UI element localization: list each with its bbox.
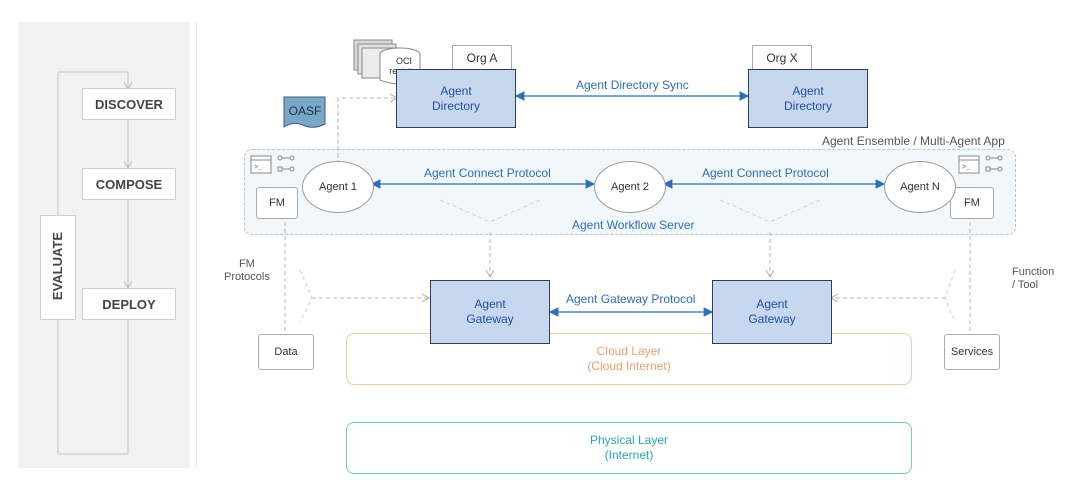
agent-directory-right: Agent Directory xyxy=(748,69,868,128)
org-x-tab: Org X xyxy=(752,45,812,70)
agent-directory-left: Agent Directory xyxy=(396,69,516,128)
function-tool-label: Function / Tool xyxy=(1012,266,1054,292)
fm-protocols-label: FM Protocols xyxy=(224,258,270,284)
fm-box-left: FM xyxy=(256,187,298,219)
agent-1-node: Agent 1 xyxy=(302,161,374,213)
agent-n-node: Agent N xyxy=(884,161,956,213)
stage-deploy: DEPLOY xyxy=(82,288,176,320)
workflow-server-label: Agent Workflow Server xyxy=(572,218,695,232)
connect-protocol-label-1: Agent Connect Protocol xyxy=(424,166,551,180)
fm-protocols-line1: FM xyxy=(238,258,255,270)
physical-layer: Physical Layer (Internet) xyxy=(346,422,912,474)
physical-layer-subtitle: (Internet) xyxy=(604,448,654,462)
connect-protocol-label-2: Agent Connect Protocol xyxy=(702,166,829,180)
registry-label-line1: OCI xyxy=(395,56,412,66)
gateway-left-line1: Agent xyxy=(474,297,506,311)
directory-right-line1: Agent xyxy=(792,83,824,98)
function-tool-line2: / Tool xyxy=(1012,279,1039,291)
directory-left-line2: Directory xyxy=(431,98,480,113)
stage-discover: DISCOVER xyxy=(82,88,176,120)
agent-gateway-right: Agent Gateway xyxy=(712,280,832,344)
services-box: Services xyxy=(944,334,1000,370)
oasf-document-icon xyxy=(283,96,326,128)
org-a-tab: Org A xyxy=(452,45,512,70)
function-tool-line1: Function xyxy=(1012,266,1055,278)
stage-compose: COMPOSE xyxy=(82,168,176,200)
gateway-right-line1: Agent xyxy=(756,297,788,311)
cloud-layer-title: Cloud Layer xyxy=(596,344,662,358)
cloud-layer-subtitle: (Cloud Internet) xyxy=(587,359,671,373)
gateway-right-line2: Gateway xyxy=(748,312,796,326)
terminal-workflow-icon-right: >_ xyxy=(958,155,1003,174)
directory-sync-label: Agent Directory Sync xyxy=(576,78,689,92)
physical-layer-title: Physical Layer xyxy=(589,433,669,447)
cloud-layer: Cloud Layer (Cloud Internet) xyxy=(346,333,912,385)
svg-text:>_: >_ xyxy=(254,164,263,172)
gateway-protocol-label: Agent Gateway Protocol xyxy=(566,292,696,306)
gateway-left-line2: Gateway xyxy=(466,312,514,326)
ensemble-label: Agent Ensemble / Multi-Agent App xyxy=(822,134,1005,148)
fm-box-right: FM xyxy=(950,187,994,219)
directory-right-line2: Directory xyxy=(783,98,832,113)
terminal-workflow-icon-left: >_ xyxy=(250,155,295,174)
oasf-label: OASF xyxy=(288,104,322,118)
agent-gateway-left: Agent Gateway xyxy=(430,280,550,344)
fm-protocols-line2: Protocols xyxy=(224,271,270,283)
data-box: Data xyxy=(258,334,314,370)
directory-left-line1: Agent xyxy=(440,83,472,98)
svg-text:>_: >_ xyxy=(962,164,971,172)
stage-evaluate xyxy=(40,215,76,320)
agent-2-node: Agent 2 xyxy=(594,161,666,213)
